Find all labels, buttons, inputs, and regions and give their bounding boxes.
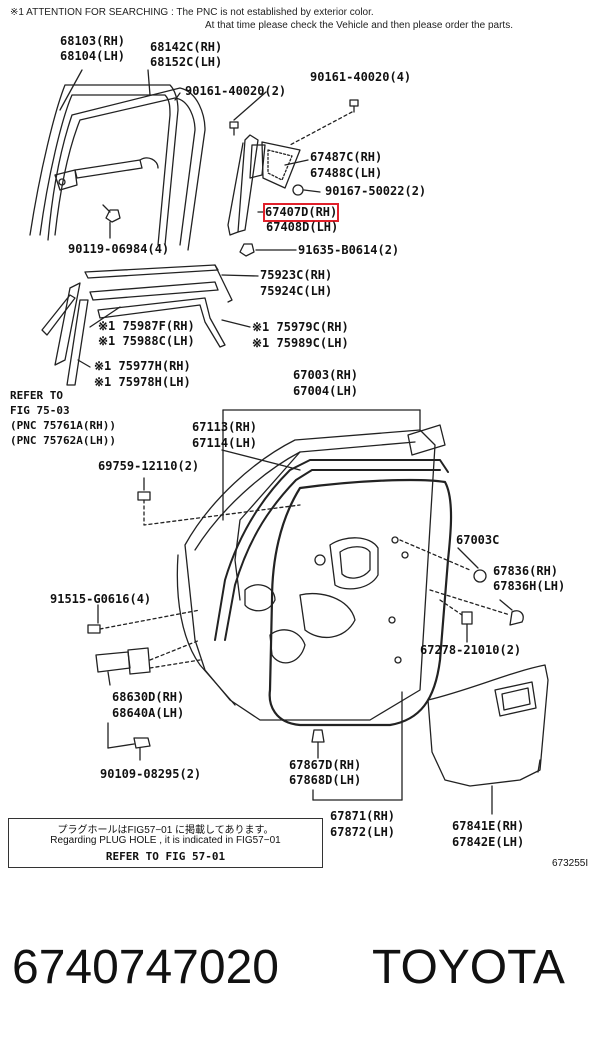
label-68630d[interactable]: 68630D(RH): [112, 690, 185, 704]
label-67114[interactable]: 67114(LH): [192, 436, 258, 450]
clip-67867: [311, 729, 325, 759]
label-67278[interactable]: 67278-21010(2): [420, 643, 522, 657]
regulator-bracket: [54, 157, 159, 191]
label-67842e[interactable]: 67842E(LH): [452, 835, 525, 849]
nut-90167: [292, 184, 304, 196]
attention-note-line2: At that time please check the Vehicle an…: [205, 20, 513, 31]
bolt-91515: [87, 604, 201, 634]
bolt-90109: [107, 722, 151, 761]
label-68152c[interactable]: 68152C(LH): [150, 55, 223, 69]
label-75977h[interactable]: ※1 75977H(RH): [94, 359, 191, 373]
label-90161-2[interactable]: 90161-40020(2): [185, 84, 287, 98]
label-67836h[interactable]: 67836H(LH): [493, 579, 566, 593]
plug-hole-note-box: プラグホールはFIG57−01 に掲載してあります。 Regarding PLU…: [8, 818, 323, 868]
label-67407d-highlighted[interactable]: 67407D(RH): [262, 203, 340, 222]
label-91635[interactable]: 91635-B0614(2): [298, 243, 400, 257]
label-67868d[interactable]: 67868D(LH): [289, 773, 362, 787]
label-67113[interactable]: 67113(RH): [192, 420, 258, 434]
cover-67836: [429, 589, 524, 626]
belt-moulding-inner: [97, 297, 226, 348]
door-check-68630: [95, 639, 201, 686]
label-90109[interactable]: 90109-08295(2): [100, 767, 202, 781]
division-bar: [227, 134, 266, 236]
door-weatherstrip: [268, 478, 453, 727]
label-67408d[interactable]: 67408D(LH): [266, 220, 339, 234]
quarter-window-glass: [261, 141, 301, 189]
note-box-refer-link[interactable]: REFER TO FIG 57-01: [105, 850, 226, 863]
label-67836[interactable]: 67836(RH): [493, 564, 559, 578]
glass-run-channel: [47, 87, 206, 251]
label-75987f[interactable]: ※1 75987F(RH): [98, 319, 195, 333]
label-68142c[interactable]: 68142C(RH): [150, 40, 223, 54]
window-frame-outer: [29, 84, 179, 246]
label-90161-4[interactable]: 90161-40020(4): [310, 70, 412, 84]
frame-weatherstrip: [214, 459, 449, 641]
label-67871[interactable]: 67871(RH): [330, 809, 396, 823]
label-68640a[interactable]: 68640A(LH): [112, 706, 185, 720]
label-69759[interactable]: 69759-12110(2): [98, 459, 200, 473]
label-90167[interactable]: 90167-50022(2): [325, 184, 427, 198]
door-sash-cover: [407, 424, 446, 456]
plug-67003C: [399, 539, 487, 583]
label-91515[interactable]: 91515-G0616(4): [50, 592, 152, 606]
attention-note-line1: ※1 ATTENTION FOR SEARCHING : The PNC is …: [10, 7, 374, 18]
refer-line2[interactable]: FIG 75-03: [10, 404, 70, 417]
label-67872[interactable]: 67872(LH): [330, 825, 396, 839]
brand-name: TOYOTA: [372, 941, 565, 994]
label-67003[interactable]: 67003(RH): [293, 368, 359, 382]
door-trim-board: [427, 664, 549, 787]
refer-line3: (PNC 75761A(RH)): [10, 419, 116, 432]
label-67487c[interactable]: 67487C(RH): [310, 150, 383, 164]
label-75978h[interactable]: ※1 75978H(LH): [94, 375, 191, 389]
label-68103[interactable]: 68103(RH): [60, 34, 126, 48]
label-75923c[interactable]: 75923C(RH): [260, 268, 333, 282]
screw-91635: [239, 243, 255, 257]
label-75988c[interactable]: ※1 75988C(LH): [98, 334, 195, 348]
label-67841e[interactable]: 67841E(RH): [452, 819, 525, 833]
refer-line1: REFER TO: [10, 389, 63, 402]
note-box-line1: プラグホールはFIG57−01 に掲載してあります。: [57, 825, 274, 836]
label-67867d[interactable]: 67867D(RH): [289, 758, 362, 772]
label-75989c[interactable]: ※1 75989C(LH): [252, 336, 349, 350]
bolt-90119: [102, 204, 121, 223]
belt-moulding-outer: [84, 264, 233, 303]
label-75924c[interactable]: 75924C(LH): [260, 284, 333, 298]
clip-69759: [137, 477, 301, 526]
parts-diagram: [29, 69, 549, 815]
label-90119[interactable]: 90119-06984(4): [68, 242, 170, 256]
pillar-garnish: [41, 282, 89, 386]
label-68104[interactable]: 68104(LH): [60, 49, 126, 63]
label-67488c[interactable]: 67488C(LH): [310, 166, 383, 180]
label-75979c[interactable]: ※1 75979C(RH): [252, 320, 349, 334]
figure-id: 673255I: [552, 858, 589, 869]
screw-90161: [229, 99, 359, 136]
label-67004[interactable]: 67004(LH): [293, 384, 359, 398]
refer-line4: (PNC 75762A(LH)): [10, 434, 116, 447]
note-box-line2: Regarding PLUG HOLE , it is indicated in…: [50, 835, 281, 846]
clip-67278: [439, 599, 473, 643]
door-inner-structure: [244, 536, 409, 664]
part-number: 6740747020: [12, 941, 279, 994]
label-67003c[interactable]: 67003C: [456, 533, 500, 547]
